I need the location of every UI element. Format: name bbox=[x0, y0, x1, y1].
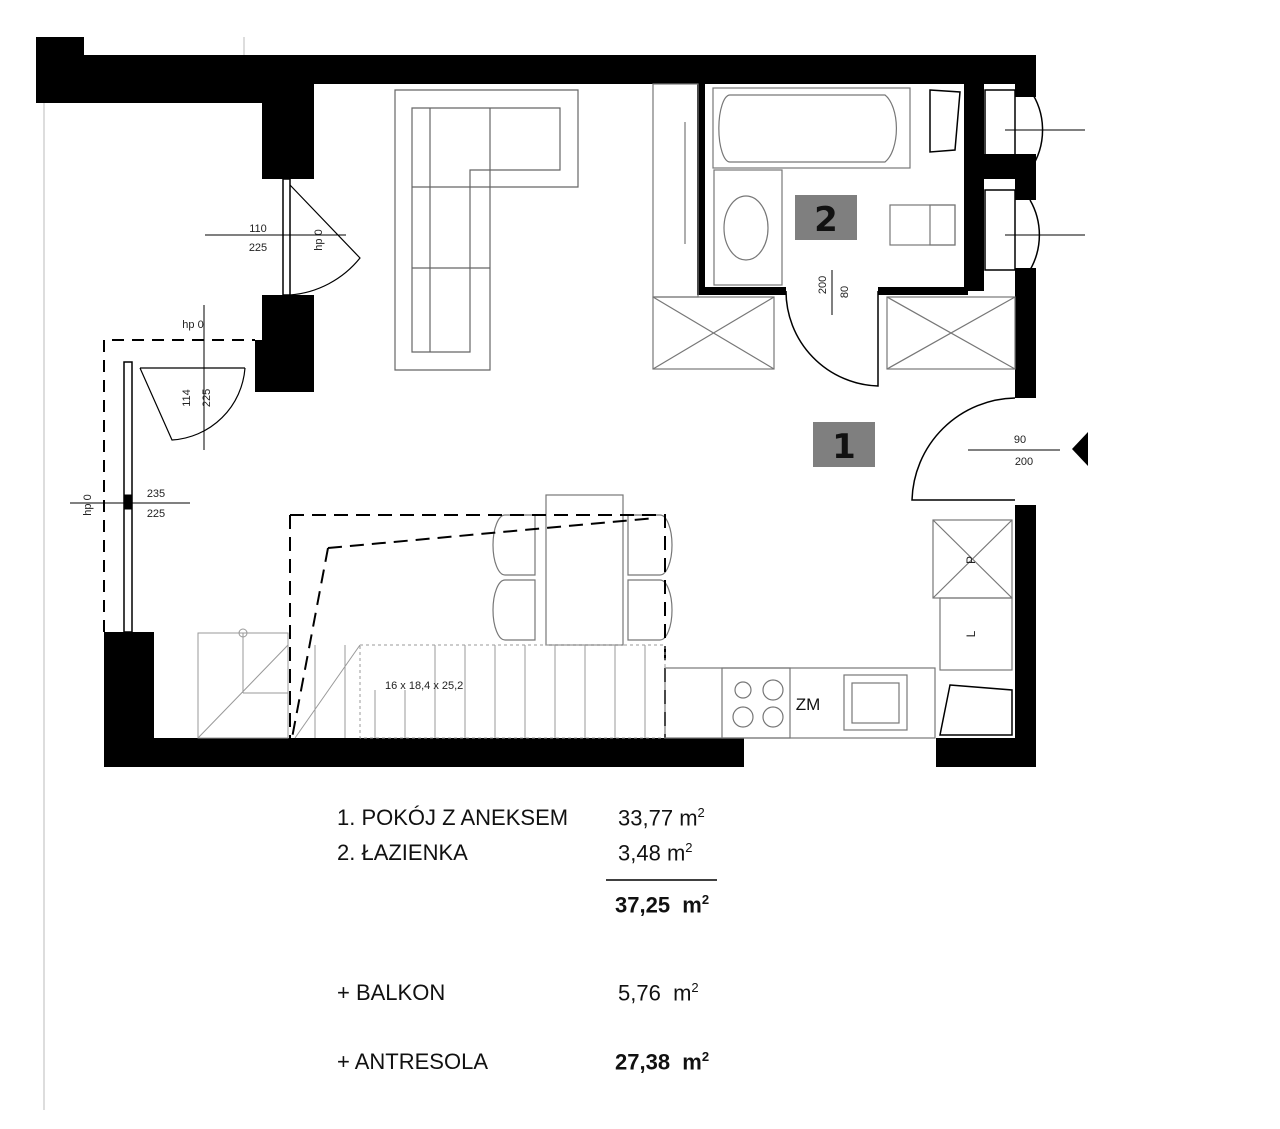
dim-window-top-w: 114 bbox=[181, 389, 193, 407]
mezzanine-outline bbox=[289, 514, 666, 739]
dim-window-main-hp: hp 0 bbox=[82, 494, 94, 515]
area-row-value: 33,77 m2 bbox=[618, 805, 705, 831]
dim-bath-door-w: 80 bbox=[839, 286, 851, 298]
area-total: 37,25 m2 bbox=[615, 892, 710, 918]
area-row-value: 3,48 m2 bbox=[618, 840, 693, 866]
entry-door bbox=[911, 397, 1088, 501]
dim-window-top-hp: hp 0 bbox=[182, 319, 203, 331]
balcony-dashed bbox=[103, 339, 255, 632]
dim-door-w: 110 bbox=[249, 223, 267, 235]
balcony-outline bbox=[43, 37, 245, 1110]
zm-label: ZM bbox=[796, 695, 821, 714]
sofa bbox=[394, 89, 579, 371]
area-row-name: 2. ŁAZIENKA bbox=[337, 840, 468, 865]
bathroom-door bbox=[785, 270, 879, 387]
shafts bbox=[929, 89, 1085, 736]
cabinets bbox=[652, 296, 1016, 671]
dim-bath-door-h: 200 bbox=[817, 276, 829, 294]
bathroom-fixtures bbox=[712, 87, 956, 286]
entrance-arrow-icon bbox=[1072, 432, 1088, 466]
dimension-labels: 110 225 hp 0 hp 0 114 225 235 225 hp 0 2… bbox=[82, 223, 1033, 714]
room-badge-2: 2 bbox=[795, 195, 857, 240]
dim-entry-h: 200 bbox=[1015, 456, 1033, 468]
dim-window-main-h: 225 bbox=[147, 508, 165, 520]
dim-door-h: 225 bbox=[249, 242, 267, 254]
extra-row-value: 5,76 m2 bbox=[618, 980, 699, 1006]
dining-set bbox=[492, 494, 673, 646]
dim-entry-w: 90 bbox=[1014, 434, 1026, 446]
svg-text:2: 2 bbox=[814, 200, 838, 240]
extra-row-value: 27,38 m2 bbox=[615, 1049, 710, 1075]
p-label: P bbox=[964, 556, 978, 564]
area-row-name: 1. POKÓJ Z ANEKSEM bbox=[337, 805, 569, 830]
bathroom-walls bbox=[697, 84, 968, 295]
stairs-label: 16 x 18,4 x 25,2 bbox=[385, 680, 463, 692]
walls bbox=[36, 37, 1036, 767]
dim-window-top-h: 225 bbox=[201, 389, 213, 407]
wardrobe-tall bbox=[652, 83, 699, 298]
left-openings bbox=[70, 178, 361, 633]
dim-door-hp: hp 0 bbox=[313, 229, 325, 250]
room-badge-1: 1 bbox=[813, 422, 875, 467]
kitchen-counter bbox=[664, 667, 936, 739]
extra-row-name: + BALKON bbox=[337, 980, 446, 1005]
dim-window-main-w: 235 bbox=[147, 488, 165, 500]
l-label: L bbox=[964, 630, 978, 637]
svg-text:1: 1 bbox=[832, 427, 856, 467]
extra-row-name: + ANTRESOLA bbox=[337, 1049, 489, 1074]
